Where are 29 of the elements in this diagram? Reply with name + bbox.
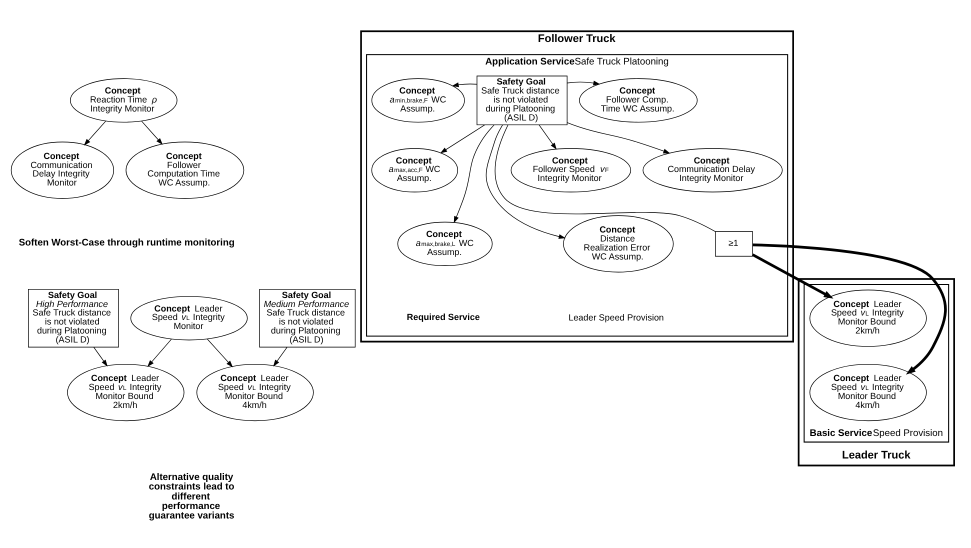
node-ellipse: Concept Communication Delay Integrity Monitor bbox=[10, 141, 114, 198]
node-ellipse: Concept Follower Comp. Time WC Assump. bbox=[579, 78, 698, 122]
arrow bbox=[273, 346, 288, 366]
node-box: ≥1 bbox=[715, 230, 753, 256]
node-box: Safety Goal Safe Truck distance is not violated during Platooning (ASIL D) bbox=[476, 75, 568, 125]
arrow bbox=[440, 124, 486, 153]
arrow bbox=[93, 346, 108, 366]
label: Alternative quality constraints lead to different performance guarantee variants bbox=[148, 472, 234, 522]
arrow bbox=[538, 124, 557, 150]
arrow bbox=[752, 253, 834, 298]
arrow bbox=[452, 82, 478, 87]
node-ellipse: Concept Reaction Time ρ Integrity Monitor bbox=[70, 78, 178, 122]
arrow bbox=[206, 338, 233, 367]
connector bbox=[494, 124, 716, 232]
arrow bbox=[454, 124, 494, 223]
node-box: Safety Goal Medium Performance Safe Truck distance is not violated during Platooning (ASIL D) bbox=[259, 288, 356, 347]
arrow bbox=[84, 120, 106, 146]
arrow bbox=[486, 124, 566, 238]
node-ellipse: Concept Distance Realization Error WC Assump. bbox=[563, 214, 674, 272]
arrow bbox=[147, 338, 172, 366]
arrow bbox=[752, 243, 947, 374]
node-box: Safety Goal High Performance Safe Truck distance is not violated during Platooning (ASIL D) bbox=[28, 288, 119, 347]
arrow bbox=[566, 80, 600, 85]
node-ellipse: Concept Follower Computation Time WC Assump. bbox=[126, 141, 244, 198]
node-label: Leader Speed Provision bbox=[568, 312, 664, 322]
arrow bbox=[141, 120, 163, 144]
arrow bbox=[566, 122, 670, 153]
label: Soften Worst-Case through runtime monitoring bbox=[18, 237, 235, 248]
node-label: Required Service bbox=[406, 311, 480, 322]
